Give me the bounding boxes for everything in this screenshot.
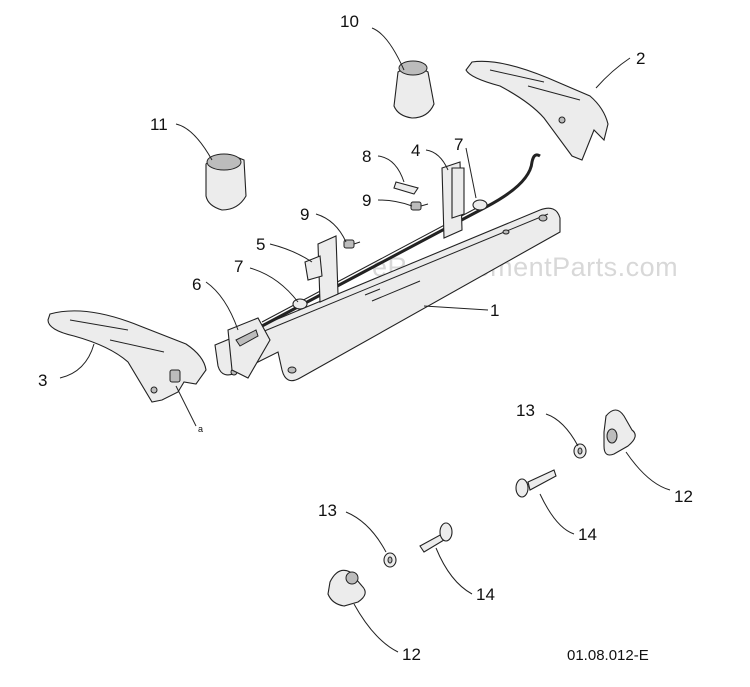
part-9-screw-upper	[410, 201, 429, 211]
part-14-bolt-right	[515, 469, 557, 498]
drawing-code: 01.08.012-E	[567, 647, 649, 664]
part-3-handle-left	[47, 310, 207, 403]
part-12-star-knob-right	[603, 409, 636, 456]
part-13-washer-left	[383, 552, 397, 568]
callout-9-upper: 9	[362, 191, 371, 210]
callout-13-right: 13	[516, 401, 535, 420]
part-2-handle-right	[465, 60, 609, 161]
callout-9-lower: 9	[300, 205, 309, 224]
part-4-bracket	[441, 161, 465, 239]
callout-14-right: 14	[578, 525, 597, 544]
part-1-frame	[214, 207, 561, 382]
part-10-knob	[393, 60, 435, 119]
callout-6: 6	[192, 275, 201, 294]
callout-5: 5	[256, 235, 265, 254]
part-11-knob	[205, 153, 247, 211]
small-mark-a: a	[198, 424, 203, 434]
part-9-screw-lower	[343, 239, 361, 249]
callout-10: 10	[340, 12, 359, 31]
part-7-collar-lower	[292, 298, 308, 310]
part-7-collar-upper	[472, 199, 488, 211]
callout-7-upper: 7	[454, 135, 463, 154]
leader-lines	[59, 27, 671, 653]
callout-1: 1	[490, 301, 499, 320]
part-13-washer-right	[573, 443, 587, 459]
callout-11: 11	[150, 115, 168, 134]
callout-14-left: 14	[476, 585, 495, 604]
part-6-bracket	[227, 317, 271, 379]
part-5-bracket	[304, 235, 339, 303]
part-14-bolt-left	[419, 522, 453, 553]
part-8-clip-pin	[393, 181, 419, 195]
callout-3: 3	[38, 371, 47, 390]
callout-7-lower: 7	[234, 257, 243, 276]
callout-4: 4	[411, 141, 420, 160]
callout-12-right: 12	[674, 487, 693, 506]
callout-12-left: 12	[402, 645, 421, 664]
callout-8: 8	[362, 147, 371, 166]
part-12-star-knob-left	[327, 569, 366, 607]
callout-13-left: 13	[318, 501, 337, 520]
callout-2: 2	[636, 49, 645, 68]
